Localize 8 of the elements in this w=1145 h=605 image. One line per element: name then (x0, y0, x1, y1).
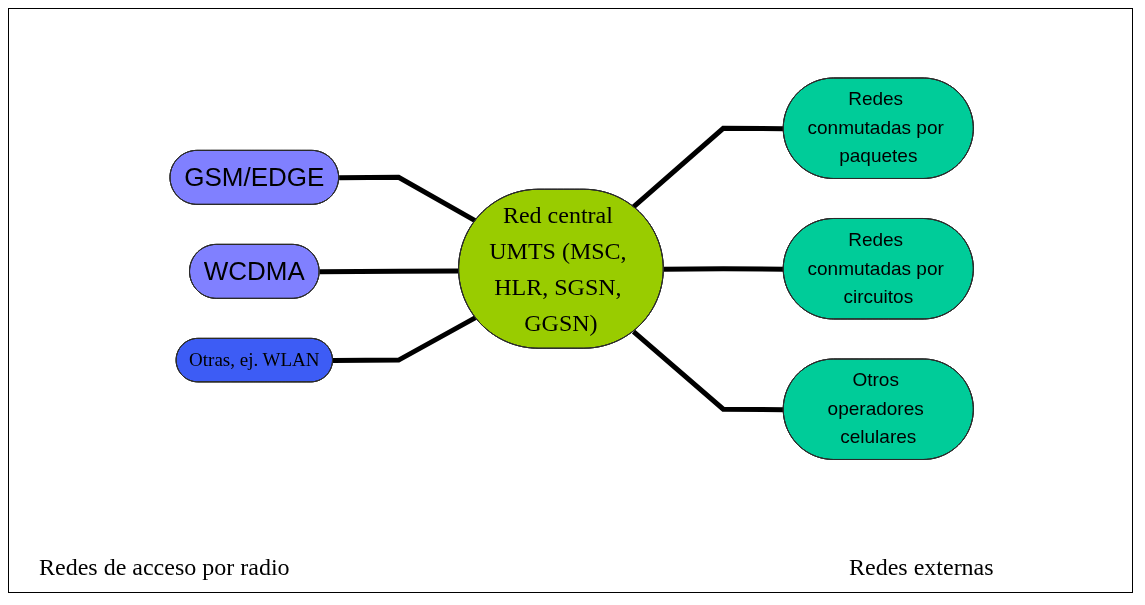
connector (663, 266, 784, 272)
caption-text: Redes de acceso por radio (39, 554, 290, 581)
caption-text: Redes externas (849, 554, 994, 581)
connector (338, 175, 477, 224)
connector (631, 126, 784, 209)
connector (332, 315, 477, 364)
connector (319, 268, 459, 275)
connector (631, 330, 784, 413)
